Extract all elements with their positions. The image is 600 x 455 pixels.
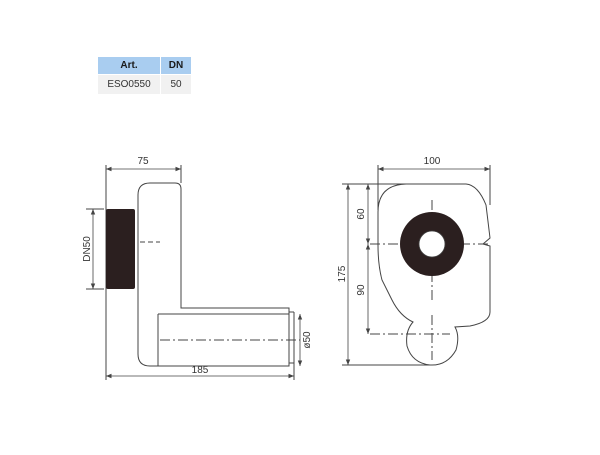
cell-article-number: ESO0550 [97, 74, 161, 95]
dim-label-o50: ø50 [302, 331, 313, 349]
dim-label-100: 100 [424, 156, 441, 167]
side-view-gasket [106, 209, 135, 289]
dim-label-90: 90 [356, 284, 367, 296]
header-dn: DN [160, 56, 192, 75]
dim-label-75: 75 [137, 156, 149, 167]
dim-label-185: 185 [192, 365, 209, 376]
spec-table: Art. DN ESO0550 50 [97, 56, 192, 95]
front-view-body [377, 183, 491, 366]
front-view-opening [418, 230, 446, 258]
side-view-body [137, 182, 290, 367]
dim-label-dn50: DN50 [82, 236, 93, 262]
dim-label-175: 175 [337, 265, 348, 282]
table-header-row: Art. DN [97, 56, 192, 75]
dim-label-60: 60 [356, 208, 367, 220]
cell-dn-value: 50 [160, 74, 192, 95]
table-row: ESO0550 50 [97, 74, 192, 95]
side-view [86, 165, 300, 380]
header-art: Art. [97, 56, 161, 75]
